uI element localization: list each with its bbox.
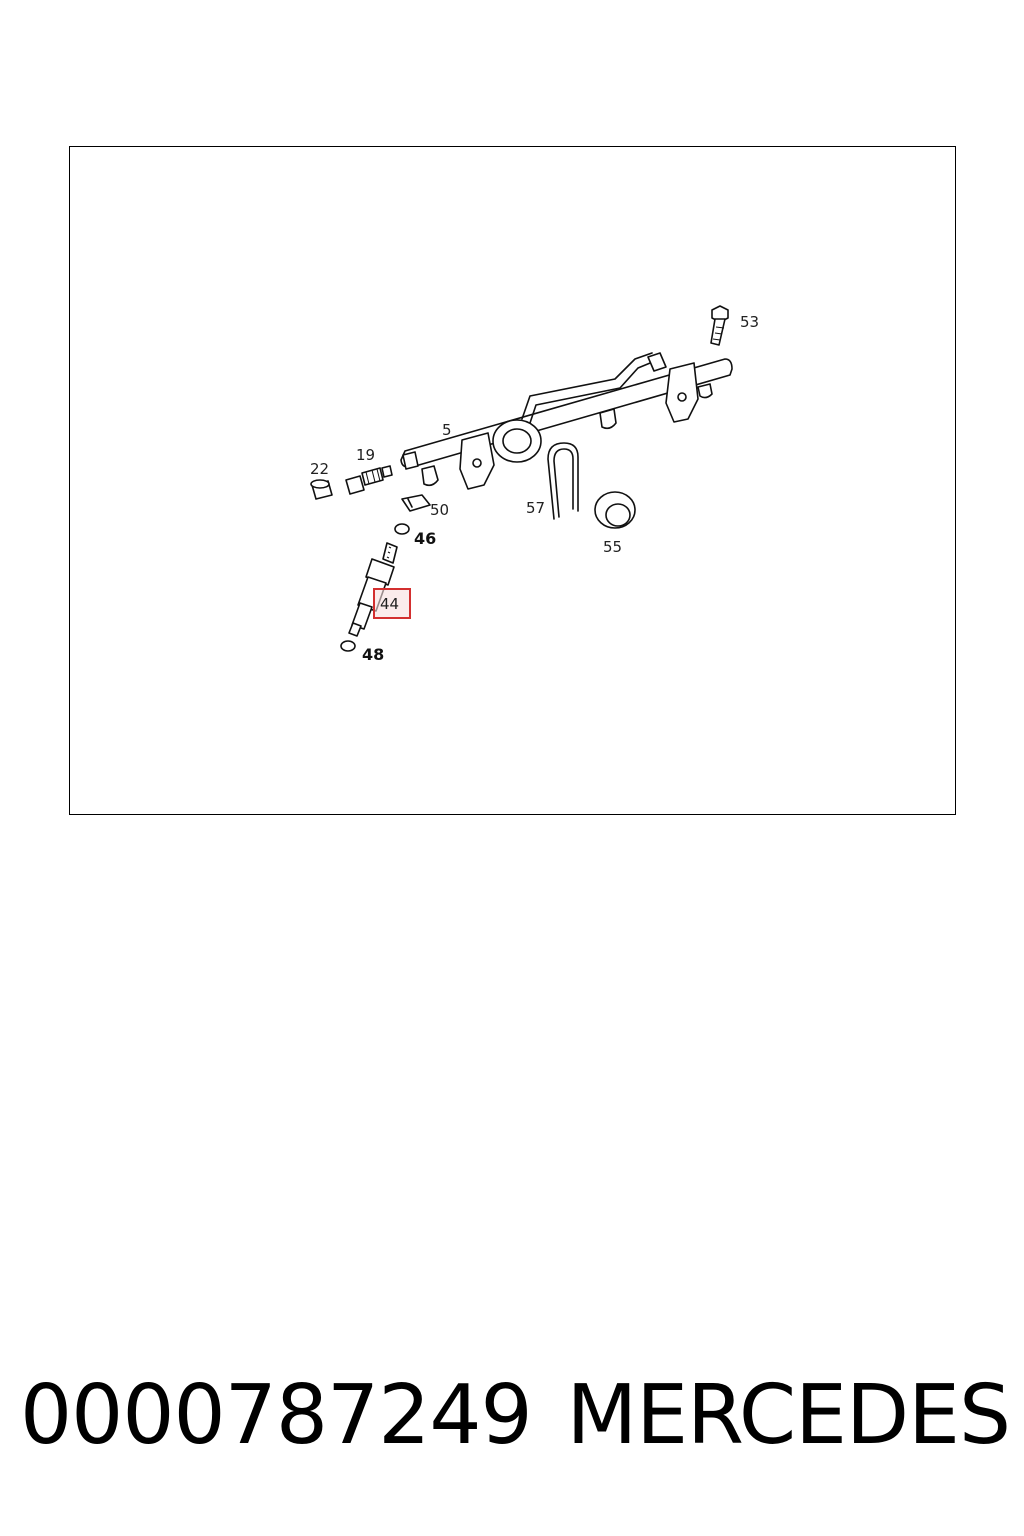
fuel-rail-part[interactable]	[400, 352, 733, 490]
brand-name: MERCEDES	[566, 1367, 1011, 1463]
highlight-box-44	[373, 588, 411, 619]
label-46: 46	[414, 529, 436, 548]
o-ring-46-part[interactable]	[394, 523, 410, 535]
spring-clip-57-part[interactable]	[547, 442, 579, 520]
label-55: 55	[603, 538, 622, 556]
label-19: 19	[356, 446, 375, 464]
bolt-53-part[interactable]	[710, 305, 729, 346]
label-57: 57	[526, 499, 545, 517]
diagram-frame: 53 5	[69, 146, 956, 815]
label-48: 48	[362, 645, 384, 664]
cap-55-part[interactable]	[594, 491, 636, 529]
label-22: 22	[310, 460, 329, 478]
cap-22-part[interactable]	[310, 479, 333, 500]
clip-50-part[interactable]	[401, 494, 431, 512]
label-53: 53	[740, 313, 759, 331]
valve-19-part[interactable]	[345, 465, 393, 495]
label-44: 44	[380, 595, 399, 613]
o-ring-48-part[interactable]	[340, 640, 356, 652]
label-5: 5	[442, 421, 452, 439]
footer: 0000787249 MERCEDES	[20, 1365, 1011, 1465]
fuel-rail-exploded-diagram: 53 5	[310, 305, 759, 664]
part-number: 0000787249	[20, 1367, 533, 1463]
label-50: 50	[430, 501, 449, 519]
